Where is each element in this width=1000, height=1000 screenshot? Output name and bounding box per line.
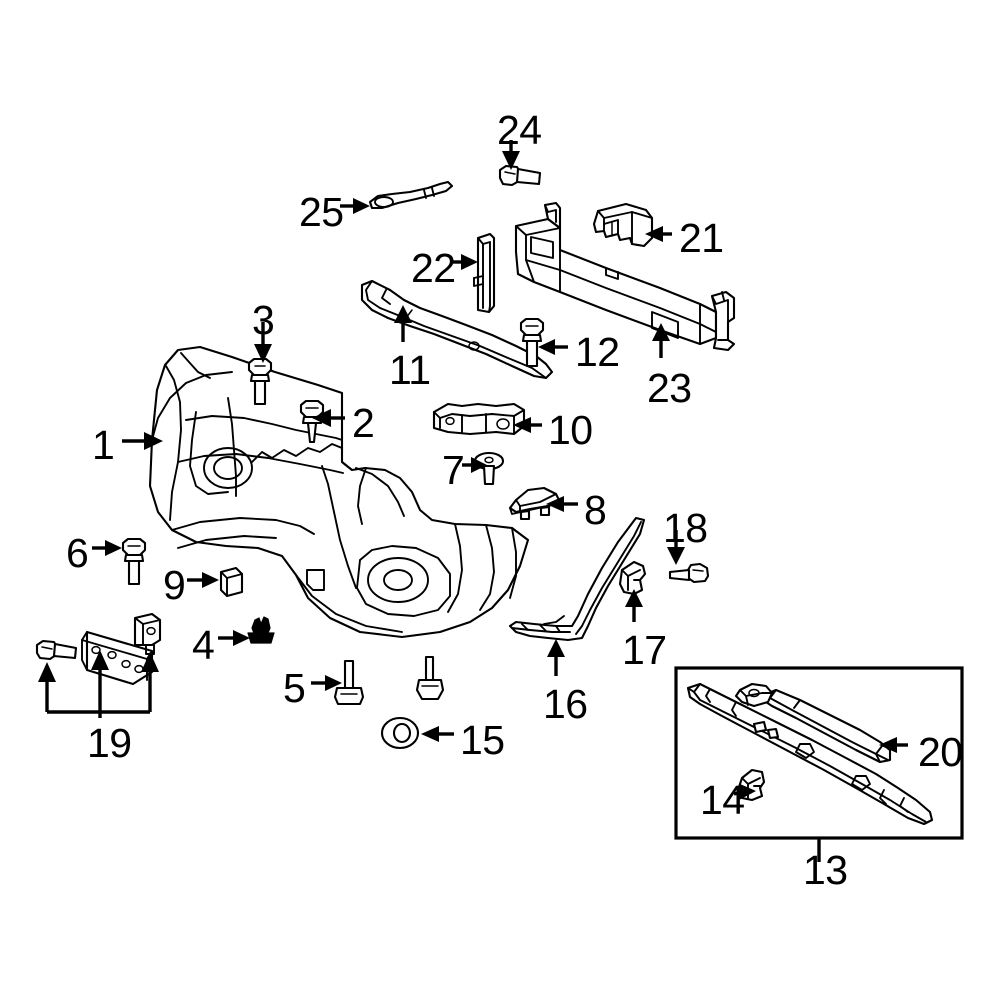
callout-17: 17 bbox=[622, 627, 667, 673]
part-vertical-retainer-strip bbox=[473, 232, 496, 314]
leader-15 bbox=[421, 726, 454, 742]
leader-24 bbox=[502, 140, 520, 170]
part-flange-bolt-left bbox=[121, 537, 147, 586]
part-retainer-bolt bbox=[247, 357, 273, 406]
leader-20 bbox=[879, 737, 908, 753]
callout-22: 22 bbox=[411, 245, 456, 291]
leader-9 bbox=[187, 572, 219, 588]
leader-3 bbox=[254, 322, 272, 363]
leader-11 bbox=[394, 305, 412, 342]
callout-7: 7 bbox=[442, 447, 465, 493]
part-tow-hook-eyelet bbox=[368, 180, 454, 210]
part-screw-grommet-bolt bbox=[333, 659, 365, 706]
callout-16: 16 bbox=[543, 681, 588, 727]
leader-7 bbox=[462, 457, 487, 473]
part-push-pin-clip bbox=[247, 616, 275, 644]
callout-15: 15 bbox=[460, 717, 505, 763]
leader-10 bbox=[513, 417, 542, 433]
part-side-trim-extension bbox=[508, 516, 646, 642]
part-absorber-bolt bbox=[498, 164, 542, 187]
callout-1: 1 bbox=[92, 422, 115, 468]
leader-4 bbox=[218, 630, 250, 646]
leader-1 bbox=[122, 432, 163, 450]
callout-24: 24 bbox=[497, 107, 542, 153]
leader-8 bbox=[546, 496, 578, 512]
callout-14: 14 bbox=[700, 777, 745, 823]
callout-18: 18 bbox=[663, 505, 708, 551]
part-bumper-reinforcement-beam bbox=[514, 201, 736, 352]
leader-22 bbox=[450, 254, 478, 270]
part-square-cap-plug bbox=[219, 566, 244, 598]
part-lower-valance-assembly bbox=[686, 682, 934, 826]
callout-25: 25 bbox=[299, 189, 344, 235]
callout-13: 13 bbox=[803, 847, 848, 893]
part-energy-absorber bbox=[592, 202, 654, 248]
part-reinforcement-bolt bbox=[519, 317, 545, 368]
callout-4: 4 bbox=[192, 622, 215, 668]
callout-11: 11 bbox=[389, 347, 431, 393]
callout-20: 20 bbox=[918, 729, 963, 775]
part-tow-hook-cover bbox=[508, 486, 562, 521]
part-grommet-ring bbox=[380, 716, 420, 750]
leader-5 bbox=[311, 675, 342, 691]
leader-18 bbox=[667, 530, 685, 565]
leader-23 bbox=[652, 323, 670, 358]
callout-10: 10 bbox=[548, 407, 593, 453]
callout-21: 21 bbox=[679, 215, 724, 261]
leader-19 bbox=[38, 650, 159, 718]
part-bumper-side-retainer bbox=[432, 402, 526, 436]
callout-3: 3 bbox=[252, 297, 275, 343]
leader-6 bbox=[92, 540, 122, 556]
part-side-trim-clip bbox=[618, 560, 647, 596]
callout-2: 2 bbox=[352, 400, 375, 446]
callout-9: 9 bbox=[163, 562, 186, 608]
leader-17 bbox=[625, 589, 643, 622]
part-side-trim-bolt bbox=[668, 562, 710, 584]
leader-14 bbox=[733, 784, 756, 800]
callout-6: 6 bbox=[66, 530, 89, 576]
leader-2-upper bbox=[312, 409, 345, 427]
callout-12: 12 bbox=[575, 329, 620, 375]
part-front-bumper-cover bbox=[148, 345, 530, 639]
leader-25 bbox=[340, 198, 370, 214]
callout-23: 23 bbox=[647, 365, 692, 411]
leader-21 bbox=[645, 226, 672, 242]
callout-8: 8 bbox=[584, 487, 607, 533]
part-bumper-cover-bolt-lower bbox=[415, 655, 445, 701]
callout-5: 5 bbox=[283, 665, 306, 711]
leader-16 bbox=[547, 639, 565, 676]
callout-19: 19 bbox=[87, 720, 132, 766]
leader-12 bbox=[538, 339, 568, 355]
